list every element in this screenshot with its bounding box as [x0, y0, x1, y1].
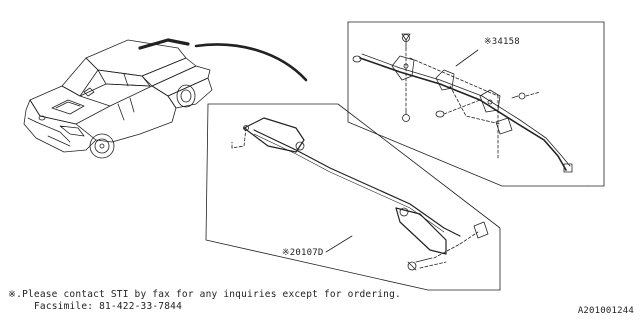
reference-code: A201001244 — [577, 306, 634, 316]
part-number-label: ※34158 — [484, 37, 520, 47]
part-box-lower — [205, 103, 501, 291]
car-illustration — [23, 38, 213, 159]
part-number-label: ※20107D — [282, 248, 324, 258]
leader-curve — [194, 43, 308, 82]
footnote-contact: ※.Please contact STI by fax for any inqu… — [8, 289, 401, 300]
part-box-upper — [347, 21, 605, 187]
footnote-fax: Facsimile: 81-422-33-7844 — [34, 301, 182, 312]
